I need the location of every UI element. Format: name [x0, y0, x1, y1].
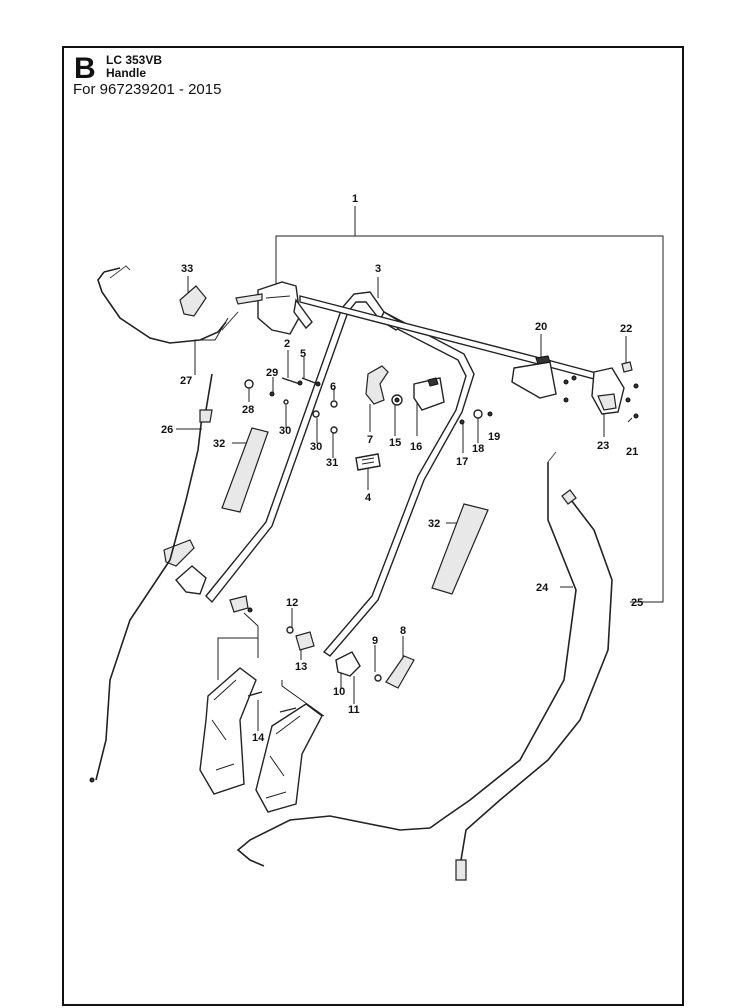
lever-parts	[365, 365, 493, 425]
callout-14: 14	[252, 732, 265, 744]
cable-25	[455, 489, 613, 881]
callout-13: 13	[295, 661, 307, 673]
callout-27: 27	[180, 375, 192, 387]
grip-33	[179, 285, 207, 317]
cable-26	[89, 373, 213, 783]
callout-2: 2	[284, 338, 290, 350]
callout-21: 21	[626, 446, 638, 458]
callout-33: 33	[181, 263, 193, 275]
cable-27	[97, 265, 239, 344]
callout-12: 12	[286, 597, 298, 609]
callout-11: 11	[348, 704, 360, 716]
callout-31: 31	[326, 457, 338, 469]
callout-16: 16	[410, 441, 422, 453]
callout-24: 24	[536, 582, 549, 594]
callout-28: 28	[242, 404, 254, 416]
callout-32a: 32	[213, 438, 225, 450]
page-frame	[62, 46, 684, 1006]
label-4	[355, 453, 381, 471]
callout-30a: 30	[279, 425, 291, 437]
right-parts	[511, 355, 639, 419]
callout-26: 26	[161, 424, 173, 436]
callout-6: 6	[330, 381, 336, 393]
callout-15: 15	[389, 437, 401, 449]
hardware	[244, 377, 338, 434]
callout-23: 23	[597, 440, 609, 452]
cable-24	[236, 451, 577, 867]
callout-22: 22	[620, 323, 632, 335]
callout-5: 5	[300, 348, 306, 360]
callout-9: 9	[372, 635, 378, 647]
applies-to-text: For 967239201 - 2015	[73, 81, 222, 98]
callout-7: 7	[367, 434, 373, 446]
callout-labels: 1 2 3 4 5 6 7 8 9 10 11 12 13 14 15 16 1…	[161, 193, 643, 744]
callout-29: 29	[266, 367, 278, 379]
section-letter: B	[74, 52, 96, 85]
control-box-1	[235, 281, 313, 335]
callout-4: 4	[365, 492, 372, 504]
callout-10: 10	[333, 686, 345, 698]
callout-32b: 32	[428, 518, 440, 530]
callout-30b: 30	[310, 441, 322, 453]
callout-1: 1	[352, 193, 358, 205]
callout-18: 18	[472, 443, 484, 455]
callout-19: 19	[488, 431, 500, 443]
foam-grip-left	[221, 427, 269, 513]
model-name: LC 353VB	[106, 53, 163, 67]
callout-25: 25	[631, 597, 643, 609]
section-title: Handle	[106, 66, 147, 80]
callout-8: 8	[400, 625, 406, 637]
callout-3: 3	[375, 263, 381, 275]
left-lower-assembly	[163, 539, 253, 613]
pedal-bracket-right	[255, 703, 323, 813]
pedal-bracket-left	[199, 667, 263, 795]
right-lower-assembly	[286, 626, 415, 689]
foam-grip-right	[431, 503, 489, 595]
callout-20: 20	[535, 321, 547, 333]
callout-17: 17	[456, 456, 468, 468]
